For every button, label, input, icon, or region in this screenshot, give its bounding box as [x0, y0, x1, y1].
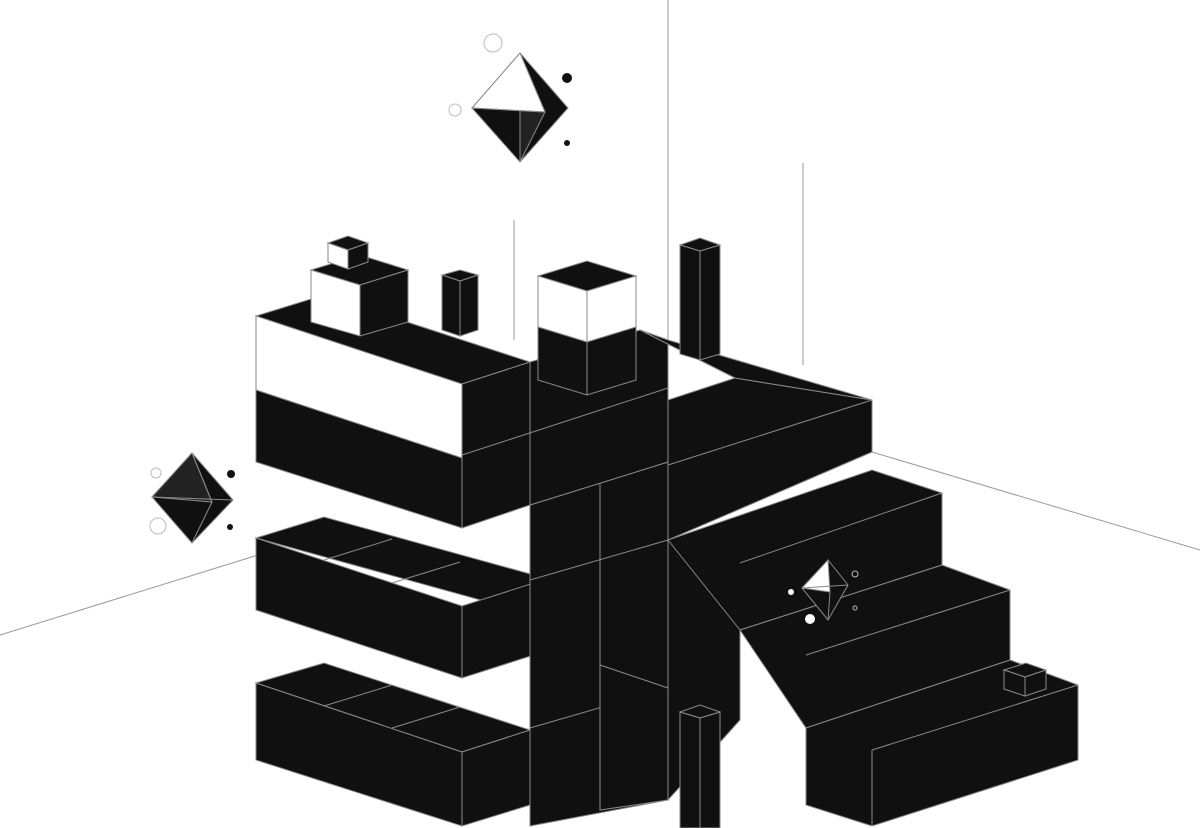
half-white-cube: [536, 260, 638, 396]
front-pillar: [678, 704, 722, 828]
small-cube-icon: [309, 235, 410, 337]
tall-pillar-icon: [440, 269, 480, 337]
tiny-cube-icon: [1002, 662, 1048, 697]
room-lines: [0, 0, 1200, 636]
bottom-slab: [254, 662, 532, 827]
tall-pillar-right: [678, 237, 722, 361]
octahedron-gem-icon: [448, 33, 572, 163]
central-column: [529, 461, 669, 827]
octahedron-gem-icon: [149, 452, 235, 544]
staircase: [667, 377, 1079, 827]
octahedron-gem-icon: [788, 558, 859, 624]
